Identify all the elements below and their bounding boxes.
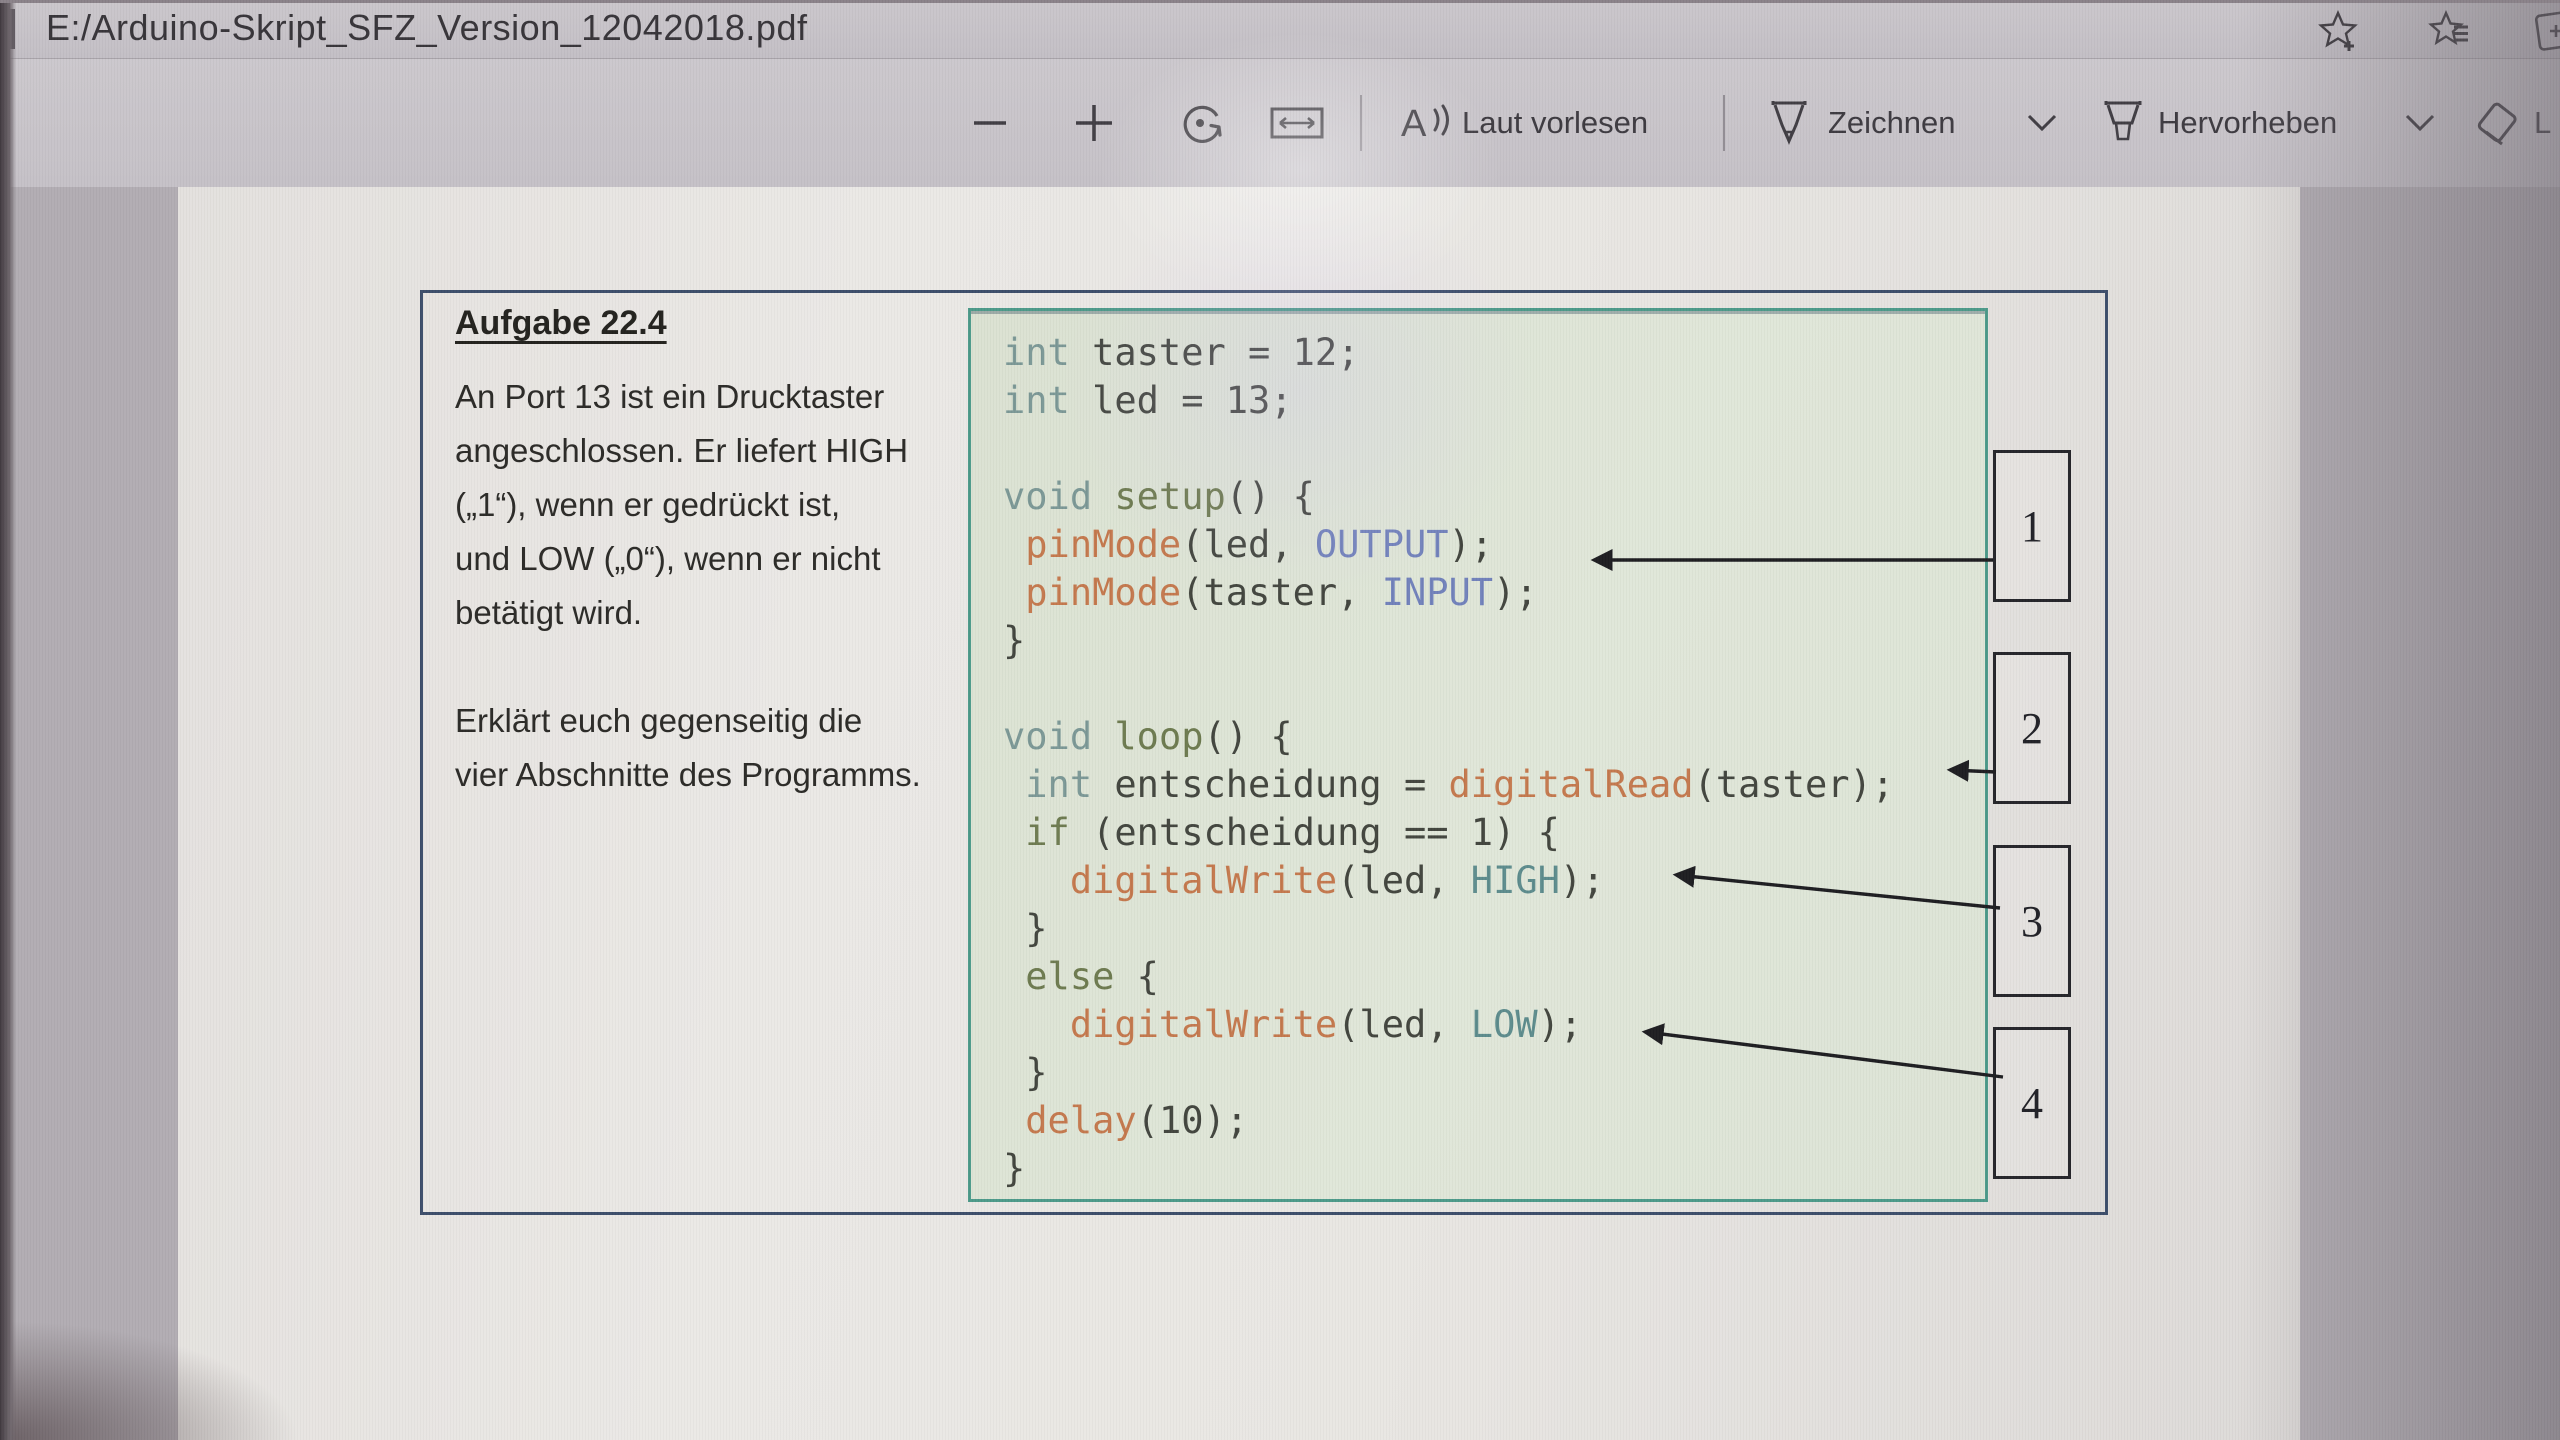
- favorites-list-star-icon[interactable]: [2428, 8, 2472, 52]
- highlight-button[interactable]: Hervorheben: [2158, 59, 2337, 187]
- photo-edge-top: [0, 0, 2560, 3]
- add-favorite-star-icon[interactable]: [2316, 8, 2360, 52]
- text-line: betätigt wird.: [455, 594, 643, 631]
- draw-button[interactable]: Zeichnen: [1828, 59, 1956, 187]
- draw-chevron-icon[interactable]: [2020, 59, 2064, 187]
- code-line: void setup() {: [1003, 475, 1315, 518]
- code-line: pinMode(led, OUTPUT);: [1025, 523, 1494, 566]
- photo-edge-left: [0, 0, 16, 1440]
- callout-box-1: 1: [1993, 450, 2071, 602]
- text-line: („1“), wenn er gedrückt ist,: [455, 486, 841, 523]
- code-line: else {: [1025, 955, 1159, 998]
- code-line: int entscheidung = digitalRead(taster);: [1025, 763, 1895, 806]
- exercise-intro-text: An Port 13 ist ein Drucktaster angeschlos…: [455, 370, 995, 640]
- callout-number: 2: [2021, 703, 2043, 753]
- callout-number: 1: [2021, 501, 2043, 551]
- text-line: angeschlossen. Er liefert HIGH: [455, 432, 909, 469]
- read-aloud-icon[interactable]: A: [1398, 59, 1454, 187]
- code-line: }: [1003, 1147, 1026, 1190]
- arduino-code: int taster = 12; int led = 13; void setup…: [1003, 329, 1894, 1193]
- read-aloud-label: Laut vorlesen: [1462, 105, 1649, 140]
- code-line: [1003, 665, 1894, 713]
- exercise-frame: [420, 290, 2108, 1215]
- code-line: void loop() {: [1003, 715, 1293, 758]
- collections-icon[interactable]: [2530, 8, 2560, 52]
- toolbar-divider: [1360, 95, 1362, 151]
- erase-label-partial: L: [2534, 105, 2552, 140]
- draw-label: Zeichnen: [1828, 105, 1956, 140]
- callout-number: 4: [2021, 1078, 2043, 1128]
- code-line: digitalWrite(led, LOW);: [1069, 1003, 1583, 1046]
- text-line: Erklärt euch gegenseitig die: [455, 702, 863, 739]
- zoom-out-button[interactable]: [962, 59, 1018, 187]
- code-block: int taster = 12; int led = 13; void setup…: [968, 308, 1988, 1202]
- code-line: int taster = 12;: [1003, 331, 1360, 374]
- highlight-chevron-icon[interactable]: [2398, 59, 2442, 187]
- zoom-in-button[interactable]: [1066, 59, 1122, 187]
- read-aloud-button[interactable]: Laut vorlesen: [1462, 59, 1648, 187]
- pdf-page: Aufgabe 22.4 An Port 13 ist ein Drucktas…: [178, 186, 2300, 1440]
- exercise-task-text: Erklärt euch gegenseitig die vier Abschni…: [455, 694, 995, 802]
- eraser-icon[interactable]: [2470, 59, 2526, 187]
- code-line: int led = 13;: [1003, 379, 1293, 422]
- callout-box-3: 3: [1993, 845, 2071, 997]
- text-line: und LOW („0“), wenn er nicht: [455, 540, 881, 577]
- code-line: if (entscheidung == 1) {: [1025, 811, 1560, 854]
- code-line: pinMode(taster, INPUT);: [1025, 571, 1538, 614]
- text-line: An Port 13 ist ein Drucktaster: [455, 378, 885, 415]
- callout-box-2: 2: [1993, 652, 2071, 804]
- browser-titlebar: E:/Arduino-Skript_SFZ_Version_12042018.p…: [0, 0, 2560, 58]
- exercise-heading: Aufgabe 22.4: [455, 304, 667, 342]
- highlight-label: Hervorheben: [2158, 105, 2338, 140]
- code-line: }: [1003, 907, 1048, 950]
- code-line: [1003, 425, 1894, 473]
- rotate-button[interactable]: [1172, 59, 1232, 187]
- callout-number: 3: [2021, 896, 2043, 946]
- highlight-pen-icon[interactable]: [2095, 59, 2151, 187]
- code-line: }: [1003, 619, 1026, 662]
- code-line: }: [1003, 1051, 1048, 1094]
- draw-pen-icon[interactable]: [1762, 59, 1816, 187]
- fit-to-width-button[interactable]: [1264, 59, 1330, 187]
- callout-box-4: 4: [1993, 1027, 2071, 1179]
- document-title: E:/Arduino-Skript_SFZ_Version_12042018.p…: [46, 7, 808, 48]
- pdf-toolbar: A Laut vorlesen Zeichnen Hervorheben: [0, 58, 2560, 187]
- svg-text:A: A: [1401, 103, 1427, 145]
- toolbar-divider: [1723, 95, 1725, 151]
- code-line: digitalWrite(led, HIGH);: [1069, 859, 1605, 902]
- erase-button[interactable]: L: [2534, 59, 2551, 187]
- code-line: delay(10);: [1025, 1099, 1249, 1142]
- text-line: vier Abschnitte des Programms.: [455, 756, 921, 793]
